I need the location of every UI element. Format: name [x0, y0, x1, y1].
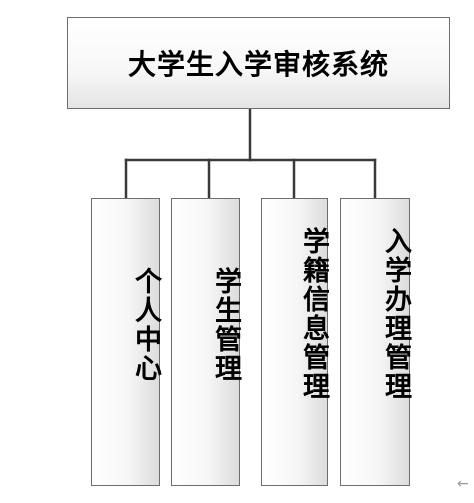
child-node-label: 学生管理	[210, 267, 241, 383]
child-node-enrollment-info-management: 学籍信息管理	[261, 198, 329, 486]
child-node-personal-center: 个人中心	[91, 198, 161, 486]
child-node-student-management: 学生管理	[171, 198, 241, 486]
child-node-label: 个人中心	[130, 267, 161, 383]
root-node: 大学生入学审核系统	[67, 17, 450, 109]
child-node-label: 学籍信息管理	[298, 227, 329, 401]
child-node-admission-processing-management: 入学办理管理	[340, 198, 411, 486]
child-node-label: 入学办理管理	[380, 227, 411, 401]
root-node-title: 大学生入学审核系统	[127, 48, 389, 81]
back-arrow-icon: ←	[457, 476, 469, 492]
